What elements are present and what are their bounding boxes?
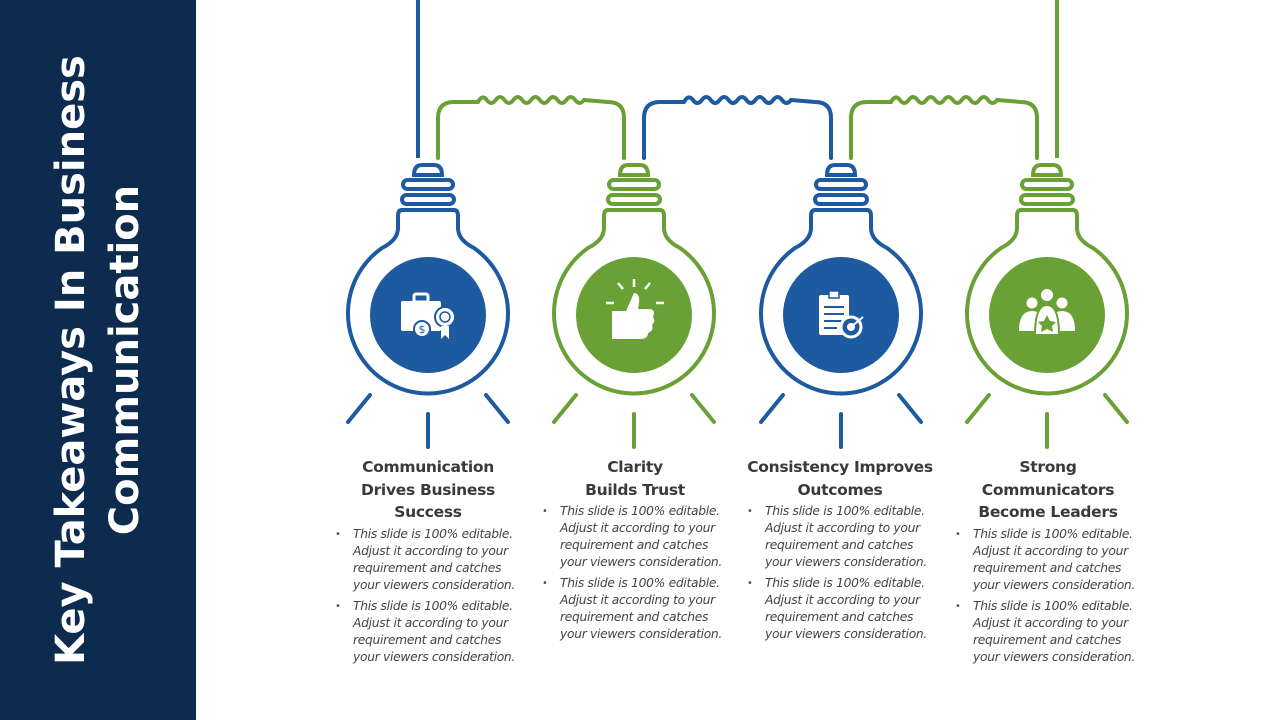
bullet: This slide is 100% editable. Adjust it a…	[335, 598, 523, 666]
bullet: This slide is 100% editable. Adjust it a…	[335, 526, 523, 594]
svg-text:$: $	[419, 323, 426, 336]
bulb-glass	[965, 208, 1129, 396]
bulb-thread	[1020, 178, 1074, 191]
clipboard-target-icon	[819, 290, 864, 339]
wire	[642, 95, 833, 160]
team-leader-icon	[1019, 289, 1075, 336]
wire	[436, 95, 626, 160]
thumbs-up-icon	[606, 279, 664, 339]
takeaway-title: Strong Communicators Become Leaders	[978, 458, 1118, 521]
bullet: This slide is 100% editable. Adjust it a…	[542, 575, 730, 643]
bulb-cap	[617, 163, 651, 177]
bullet: This slide is 100% editable. Adjust it a…	[747, 503, 935, 571]
bulb-thread	[401, 178, 455, 191]
lightbulb-3	[759, 163, 923, 449]
bulb-thread	[813, 193, 869, 206]
lightbulb-2	[552, 163, 716, 449]
wire	[849, 95, 1039, 160]
light-ray	[897, 393, 923, 424]
light-ray	[690, 393, 716, 424]
bulb-thread	[1019, 193, 1075, 206]
bulb-cap	[411, 163, 445, 177]
bullet: This slide is 100% editable. Adjust it a…	[955, 526, 1143, 594]
title-sidebar: Key Takeaways In Business Communication	[0, 0, 196, 720]
bulb-thread	[814, 178, 868, 191]
lightbulb-1: $	[346, 163, 510, 449]
bullet: This slide is 100% editable. Adjust it a…	[747, 575, 935, 643]
takeaway-column-3: Consistency Improves Outcomes This slide…	[745, 456, 935, 647]
bullet: This slide is 100% editable. Adjust it a…	[542, 503, 730, 571]
bulb-thread	[607, 178, 661, 191]
takeaway-column-4: Strong Communicators Become Leaders This…	[953, 456, 1143, 670]
bulb-cap	[824, 163, 858, 177]
light-ray	[965, 393, 991, 424]
takeaway-column-2: Clarity Builds Trust This slide is 100% …	[540, 456, 730, 647]
lightbulb-4	[965, 163, 1129, 449]
takeaway-title: Clarity Builds Trust	[585, 458, 685, 499]
bulb-thread	[400, 193, 456, 206]
bulb-cap	[1030, 163, 1064, 177]
takeaway-title: Communication Drives Business Success	[361, 458, 495, 521]
bulb-glass	[552, 208, 716, 396]
bulb-glass	[346, 208, 510, 396]
light-ray	[759, 393, 785, 424]
bullet: This slide is 100% editable. Adjust it a…	[955, 598, 1143, 666]
light-ray	[346, 393, 372, 424]
light-ray	[552, 393, 578, 424]
light-ray	[484, 393, 510, 424]
takeaway-title: Consistency Improves Outcomes	[747, 458, 933, 499]
takeaway-column-1: Communication Drives Business Success Th…	[333, 456, 523, 670]
bulb-thread	[606, 193, 662, 206]
briefcase-money-award-icon: $	[401, 292, 456, 339]
bulb-glass	[759, 208, 923, 396]
light-ray	[1103, 393, 1129, 424]
